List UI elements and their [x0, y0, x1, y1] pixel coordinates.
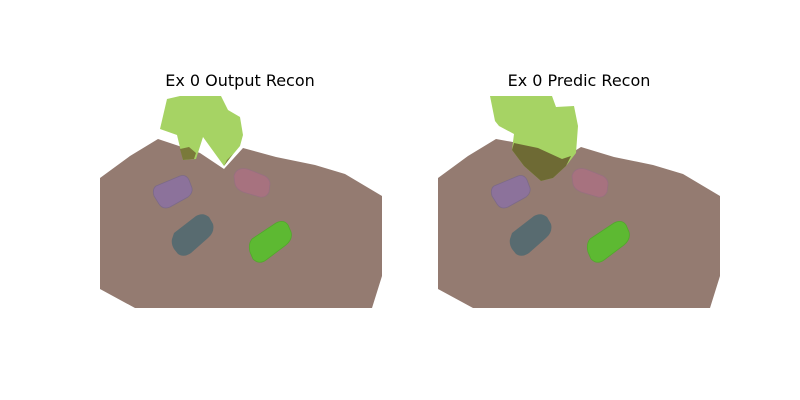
- scene-image-output: [100, 96, 382, 308]
- panel-predic-recon: Ex 0 Predic Recon: [400, 0, 800, 400]
- ground-shape: [100, 139, 382, 308]
- panel-title: Ex 0 Predic Recon: [507, 71, 651, 90]
- leaf-overlap-shadow: [512, 143, 571, 181]
- pink-piece: [233, 168, 271, 198]
- leaf-overlap-shadow: [180, 147, 196, 160]
- purple-piece: [152, 175, 193, 209]
- slate-piece: [171, 214, 214, 256]
- panel-output-recon: Ex 0 Output Recon: [100, 71, 382, 308]
- green-piece: [248, 221, 292, 263]
- leaf-overlap-shadow: [224, 154, 233, 166]
- scene-image-predic: [438, 96, 720, 308]
- slate-piece: [509, 214, 552, 256]
- leaf-shape: [160, 96, 243, 166]
- pink-piece: [571, 168, 609, 198]
- ground-shape: [438, 139, 720, 308]
- green-piece: [586, 221, 630, 263]
- purple-piece: [490, 175, 531, 209]
- panel-title: Ex 0 Output Recon: [165, 71, 315, 90]
